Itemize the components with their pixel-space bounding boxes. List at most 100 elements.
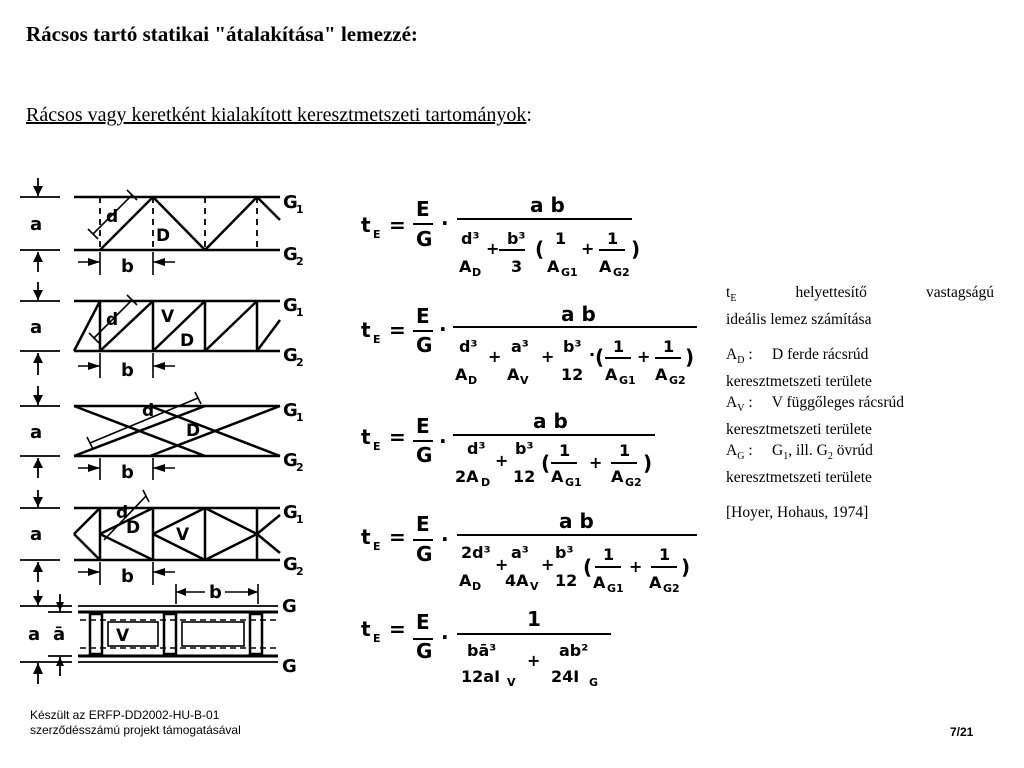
formula-2-paren-close: ) (685, 345, 694, 369)
formula-2-AG1: A (605, 365, 618, 384)
formula-5-eq: = (389, 617, 406, 641)
formula-3-E: E (416, 414, 430, 438)
label-a-1: a (30, 214, 42, 235)
footer-line-1: Készült az ERFP-DD2002-HU-B-01 (30, 708, 220, 722)
formula-5-t-sub: E (373, 632, 381, 645)
formula-3-AG2: A (611, 467, 624, 486)
height-dimension-arrows (20, 178, 72, 684)
formula-2-AV: A (507, 365, 520, 384)
formula-4-t: t (361, 525, 371, 549)
subtitle-underlined-text: Rácsos vagy keretként kialakított keresz… (26, 104, 527, 126)
formula-2-d3: d³ (459, 337, 477, 356)
formula-3-AG1-sub: G1 (565, 476, 582, 489)
formula-1-paren-close: ) (631, 237, 640, 261)
formula-5-E: E (416, 610, 430, 634)
formula-4-E: E (416, 512, 430, 536)
formula-3-G: G (416, 443, 432, 467)
formula-3-b3: b³ (515, 439, 533, 458)
formula-2-ab: a b (561, 302, 596, 326)
formula-2-b3: b³ (563, 337, 581, 356)
formula-4-AG1-sub: G1 (607, 582, 624, 595)
side-AD-line: AD : D ferde rácsrúd (726, 346, 869, 367)
side-AV-line2: keresztmetszeti területe (726, 421, 872, 439)
label-a-bar: ā (53, 624, 65, 645)
formula-3-2AD-sub: D (481, 476, 490, 489)
label-G1-4: G (283, 502, 298, 523)
formula-1-three: 3 (511, 257, 522, 276)
label-b-5: b (209, 582, 222, 603)
formula-1-ab: a b (530, 193, 565, 217)
label-V-4: V (176, 525, 190, 545)
label-G2-4: G (283, 554, 298, 575)
formula-3-paren-open: ( (541, 451, 550, 475)
formula-3-paren-close: ) (643, 451, 652, 475)
label-a-5: a (28, 624, 40, 645)
formula-2-dot: · (439, 317, 447, 341)
formula-2-AG2-sub: G2 (669, 374, 686, 387)
formula-2-one-2: 1 (663, 337, 674, 356)
formula-1-paren-open: ( (535, 237, 544, 261)
truss-row-4 (73, 489, 281, 585)
truss-row-5 (78, 584, 278, 663)
formula-1-AG2-sub: G2 (613, 266, 630, 279)
label-G2-3-sub: 2 (296, 461, 304, 474)
label-b-1: b (121, 256, 134, 277)
side-AV-line: AV : V függőleges rácsrúd (726, 394, 905, 415)
formula-3-AG1: A (551, 467, 564, 486)
formula-3-one-2: 1 (619, 441, 630, 460)
label-G1-2: G (283, 295, 298, 316)
formula-1-AG1-sub: G1 (561, 266, 578, 279)
dimension-arrowheads (33, 186, 258, 674)
label-b-4: b (121, 566, 134, 587)
formula-3-eq: = (389, 425, 406, 449)
side-gap-2 (726, 488, 994, 502)
formula-5-24IG: 24I (551, 667, 579, 686)
formula-2-AG2: A (655, 365, 668, 384)
label-d-2: d (106, 310, 118, 330)
formula-2-one-1: 1 (613, 337, 624, 356)
label-G1-3: G (283, 400, 298, 421)
formula-5-one: 1 (527, 607, 541, 631)
formula-3-2AD: 2A (455, 467, 479, 486)
formula-5-t: t (361, 617, 371, 641)
formula-4-4AV: 4A (505, 571, 529, 590)
formula-4-ab: a b (559, 509, 594, 533)
subtitle-colon: : (526, 104, 532, 126)
footer-line-2: szerződésszámú projekt támogatásával (30, 723, 241, 737)
formula-4-4AV-sub: V (530, 580, 539, 593)
truss-diagrams: a a a a a ā b b b b b d d d d D D D D V … (20, 178, 304, 684)
formula-2-E: E (416, 304, 430, 328)
label-G1-1-sub: 1 (296, 203, 304, 216)
formula-2-a3: a³ (511, 337, 529, 356)
formula-4-AD: A (459, 571, 472, 590)
formula-2-t-sub: E (373, 333, 381, 346)
label-G1-2-sub: 1 (296, 306, 304, 319)
label-V-5: V (116, 626, 130, 646)
formula-3-t-sub: E (373, 440, 381, 453)
formula-5-G: G (416, 639, 432, 663)
formula-2-t: t (361, 318, 371, 342)
formula-2-eq: = (389, 318, 406, 342)
label-G2-1: G (283, 244, 298, 265)
formula-1-E: E (416, 197, 430, 221)
formula-5-12aIv: 12aI (461, 667, 500, 686)
formula-5-12aIv-sub: V (507, 676, 516, 689)
label-G-bottom-5: G (282, 656, 297, 677)
label-a-3: a (30, 422, 42, 443)
formula-2-paren-open: ( (595, 345, 604, 369)
formula-1-one-2: 1 (607, 229, 618, 248)
formula-1-d3: d³ (461, 229, 479, 248)
slide-title: Rácsos tartó statikai "átalakítása" leme… (26, 22, 418, 46)
label-d-3: d (142, 401, 154, 421)
formula-1-t: t (361, 213, 371, 237)
formula-4-t-sub: E (373, 540, 381, 553)
label-b-3: b (121, 462, 134, 483)
formula-1-AG1: A (547, 257, 560, 276)
side-gap-1 (726, 330, 994, 344)
formula-4-plus-3: + (629, 557, 642, 576)
formula-1-b3: b³ (507, 229, 525, 248)
